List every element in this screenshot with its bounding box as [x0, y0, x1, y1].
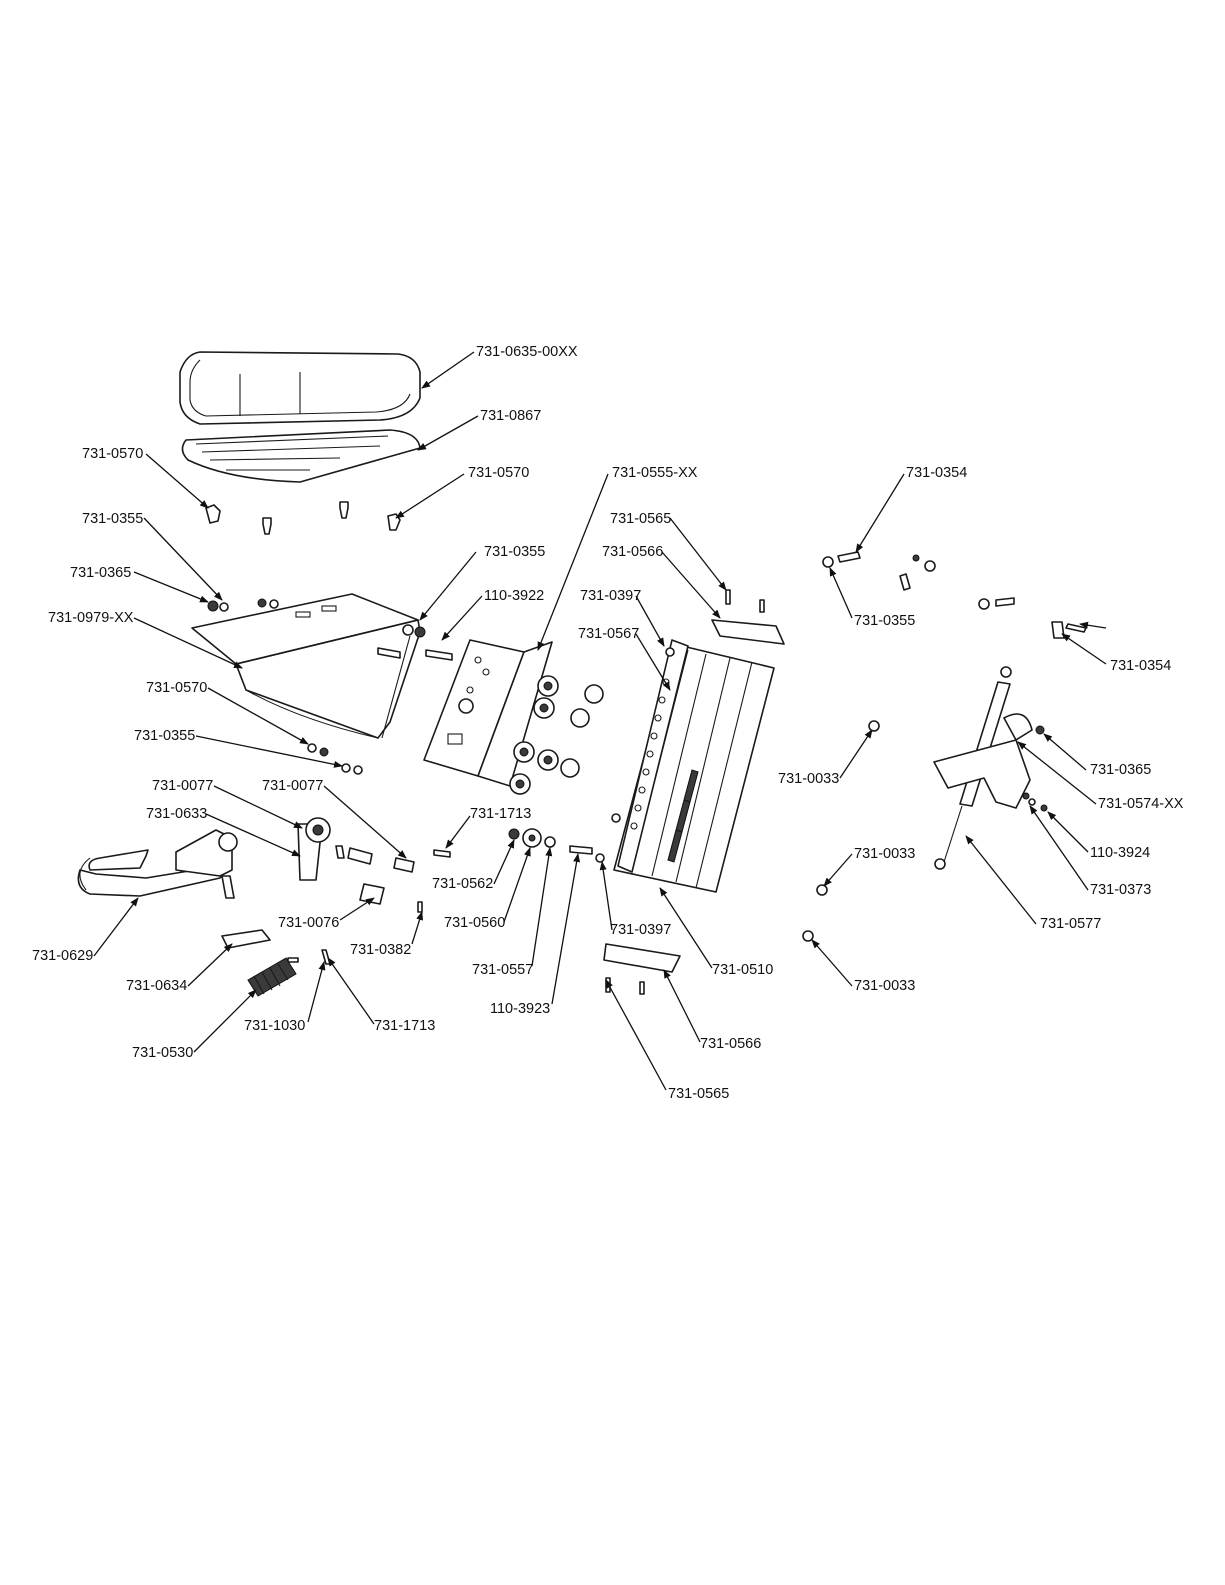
label-731-0570-c: 731-0570: [146, 680, 207, 696]
label-110-3923: 110-3923: [490, 1001, 550, 1017]
label-731-0867: 731-0867: [480, 408, 541, 424]
seat-bolts: [205, 501, 401, 535]
label-731-0567: 731-0567: [578, 626, 639, 642]
label-731-0634: 731-0634: [126, 978, 187, 994]
label-731-0566-b: 731-0566: [700, 1036, 761, 1052]
label-731-0077-b: 731-0077: [262, 778, 323, 794]
label-731-0570-b: 731-0570: [468, 465, 529, 481]
label-731-0979-xx: 731-0979-XX: [48, 610, 134, 626]
carriage-pins: [433, 647, 675, 863]
label-731-0557: 731-0557: [472, 962, 533, 978]
rail-assembly: [613, 639, 775, 893]
leader-lines: [93, 351, 1107, 1091]
label-731-0365-b: 731-0365: [1090, 762, 1151, 778]
label-110-3922: 110-3922: [484, 588, 544, 604]
label-731-1713-a: 731-1713: [470, 806, 531, 822]
label-731-0077-a: 731-0077: [152, 778, 213, 794]
label-110-3924: 110-3924: [1090, 845, 1150, 861]
seat-hardware: [207, 598, 453, 775]
label-731-0577: 731-0577: [1040, 916, 1101, 932]
label-731-0629: 731-0629: [32, 948, 93, 964]
label-731-1030: 731-1030: [244, 1018, 305, 1034]
label-731-0355-b: 731-0355: [484, 544, 545, 560]
label-731-0574-xx: 731-0574-XX: [1098, 796, 1184, 812]
seat-pan: [181, 429, 421, 483]
label-731-0566-a: 731-0566: [602, 544, 663, 560]
label-731-0560: 731-0560: [444, 915, 505, 931]
part-labels: 731-0635-00XX 731-0867 731-0570 731-0570…: [32, 344, 1184, 1102]
label-731-0355-a: 731-0355: [82, 511, 143, 527]
carriage: [423, 639, 553, 787]
seat-frame-plate: [191, 593, 421, 739]
label-731-0397-b: 731-0397: [610, 922, 671, 938]
label-731-0033-b: 731-0033: [854, 846, 915, 862]
label-731-1713-b: 731-1713: [374, 1018, 435, 1034]
label-731-0530: 731-0530: [132, 1045, 193, 1061]
foot-rest-frame: [77, 829, 238, 899]
label-731-0397-a: 731-0397: [580, 588, 641, 604]
label-731-0635-00xx: 731-0635-00XX: [476, 344, 578, 360]
label-731-0033-c: 731-0033: [854, 978, 915, 994]
label-731-0355-d: 731-0355: [134, 728, 195, 744]
label-731-0365-a: 731-0365: [70, 565, 131, 581]
seat-cushion: [179, 351, 421, 425]
rail-cap-bottom: [603, 943, 681, 995]
loose-nuts: [802, 720, 880, 942]
label-731-0633: 731-0633: [146, 806, 207, 822]
label-731-0033-a: 731-0033: [778, 771, 839, 787]
label-731-0570-a: 731-0570: [82, 446, 143, 462]
label-731-0562: 731-0562: [432, 876, 493, 892]
label-731-0382: 731-0382: [350, 942, 411, 958]
rail-cap-top: [711, 589, 785, 645]
label-731-0565-b: 731-0565: [668, 1086, 729, 1102]
label-731-0354-a: 731-0354: [906, 465, 967, 481]
label-731-0373: 731-0373: [1090, 882, 1151, 898]
label-731-0355-c: 731-0355: [854, 613, 915, 629]
lever-assembly: [221, 817, 423, 965]
label-731-0076: 731-0076: [278, 915, 339, 931]
label-731-0354-b: 731-0354: [1110, 658, 1171, 674]
label-731-0565-a: 731-0565: [610, 511, 671, 527]
label-731-0510: 731-0510: [712, 962, 773, 978]
rollers: [509, 675, 604, 795]
label-731-0555-xx: 731-0555-XX: [612, 465, 698, 481]
